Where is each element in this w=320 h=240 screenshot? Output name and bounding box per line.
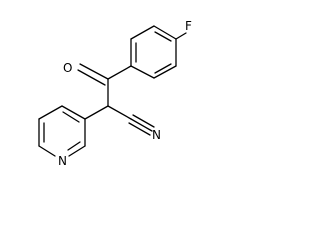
aryl-carbonyl-bond — [107, 65, 132, 80]
aromatic-inner-bond — [154, 31, 172, 42]
pyridine-ring — [38, 105, 86, 157]
bond — [153, 25, 177, 40]
bond — [61, 105, 86, 120]
c-f-bond — [175, 32, 187, 40]
aromatic-inner-bond — [67, 141, 81, 151]
aromatic-inner-bond — [154, 63, 172, 74]
fluorine-atom-label: F — [185, 19, 192, 33]
bond — [153, 65, 177, 79]
bond — [38, 105, 63, 120]
carbonyl-double-bond — [79, 63, 109, 80]
chemical-structure: F O N N — [38, 19, 192, 168]
nitrile-triple-bond — [128, 122, 151, 136]
carbonyl-double-bond — [77, 69, 106, 86]
alpha-nitrile-bond — [107, 105, 132, 120]
fluorophenyl-ring — [130, 25, 177, 79]
nitrile-triple-bond — [130, 118, 153, 132]
nitrile-triple-bond — [132, 114, 155, 128]
pyridine-nitrogen-label: N — [58, 154, 67, 168]
nitrile-nitrogen-label: N — [152, 128, 161, 142]
bond — [130, 25, 155, 40]
alpha-pyridyl-bond — [84, 105, 109, 120]
oxygen-atom-label: O — [63, 61, 72, 75]
bond — [130, 65, 155, 79]
bond — [68, 145, 86, 157]
aromatic-inner-bond — [62, 111, 80, 123]
bond — [38, 145, 56, 157]
